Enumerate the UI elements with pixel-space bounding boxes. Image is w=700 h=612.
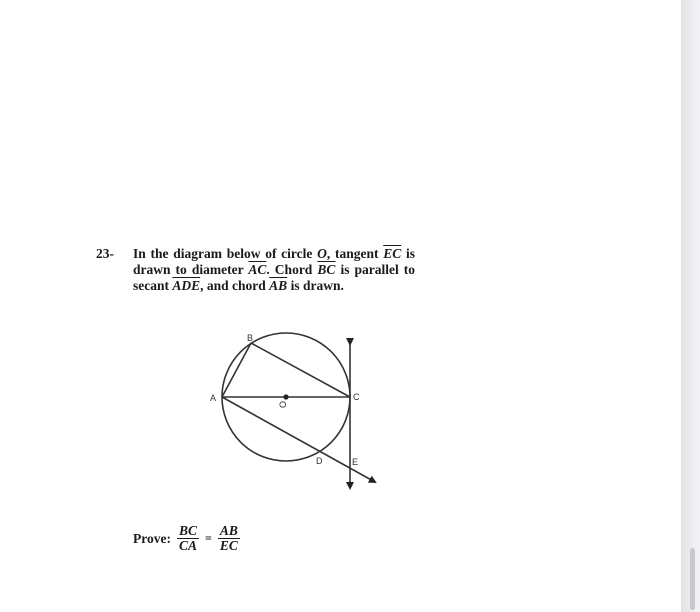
text-fragment: secant: [133, 278, 169, 293]
prove-statement: Prove: BC CA = AB EC: [133, 524, 240, 553]
segment-bc: BC: [317, 262, 336, 277]
text-fragment: is: [405, 246, 415, 261]
segment-ade: ADE: [172, 278, 201, 293]
left-fraction: BC CA: [176, 523, 199, 553]
label-d: D: [316, 456, 323, 466]
right-denominator: EC: [219, 538, 238, 553]
text-fragment: is parallel to: [340, 262, 416, 277]
text-fragment: . Chord: [266, 262, 313, 277]
text-fragment: is drawn.: [290, 278, 344, 293]
label-e: E: [352, 457, 358, 467]
prove-label: Prove:: [133, 530, 171, 546]
segment-ac: AC: [248, 262, 267, 277]
equals-sign: =: [205, 531, 212, 545]
right-fraction: AB EC: [217, 523, 240, 553]
label-c: C: [353, 392, 360, 402]
scrollbar[interactable]: [690, 548, 695, 610]
text-fragment: drawn to diameter: [133, 262, 244, 277]
text-fragment: , and chord: [200, 278, 266, 293]
segment-ab: AB: [269, 278, 288, 293]
question-text: In the diagram below of circle O, tangen…: [133, 246, 415, 294]
question-line-2: drawn to diameter AC. Chord BC is parall…: [133, 262, 415, 278]
circle-diagram: A B C O D E: [210, 332, 377, 490]
segment-ec: EC: [383, 246, 402, 261]
chord-bc: [250, 342, 351, 398]
question-line-1: In the diagram below of circle O, tangen…: [133, 246, 415, 262]
left-numerator: BC: [176, 523, 199, 539]
document-page: 23- In the diagram below of circle O, ta…: [0, 0, 681, 612]
left-denominator: CA: [178, 538, 197, 553]
page-edge: [681, 0, 700, 612]
secant-ade: [221, 396, 377, 483]
text-fragment: , tangent: [326, 246, 379, 261]
label-b: B: [247, 333, 253, 343]
right-numerator: AB: [217, 523, 240, 539]
question-number: 23-: [96, 246, 114, 261]
text-fragment: In the diagram below of circle: [133, 246, 313, 261]
label-o: O: [278, 401, 288, 408]
chord-ab: [221, 342, 252, 398]
label-a: A: [210, 393, 216, 403]
question-line-3: secant ADE, and chord AB is drawn.: [133, 278, 415, 294]
circle-name: O: [317, 246, 327, 261]
center-point-o: [283, 394, 289, 400]
